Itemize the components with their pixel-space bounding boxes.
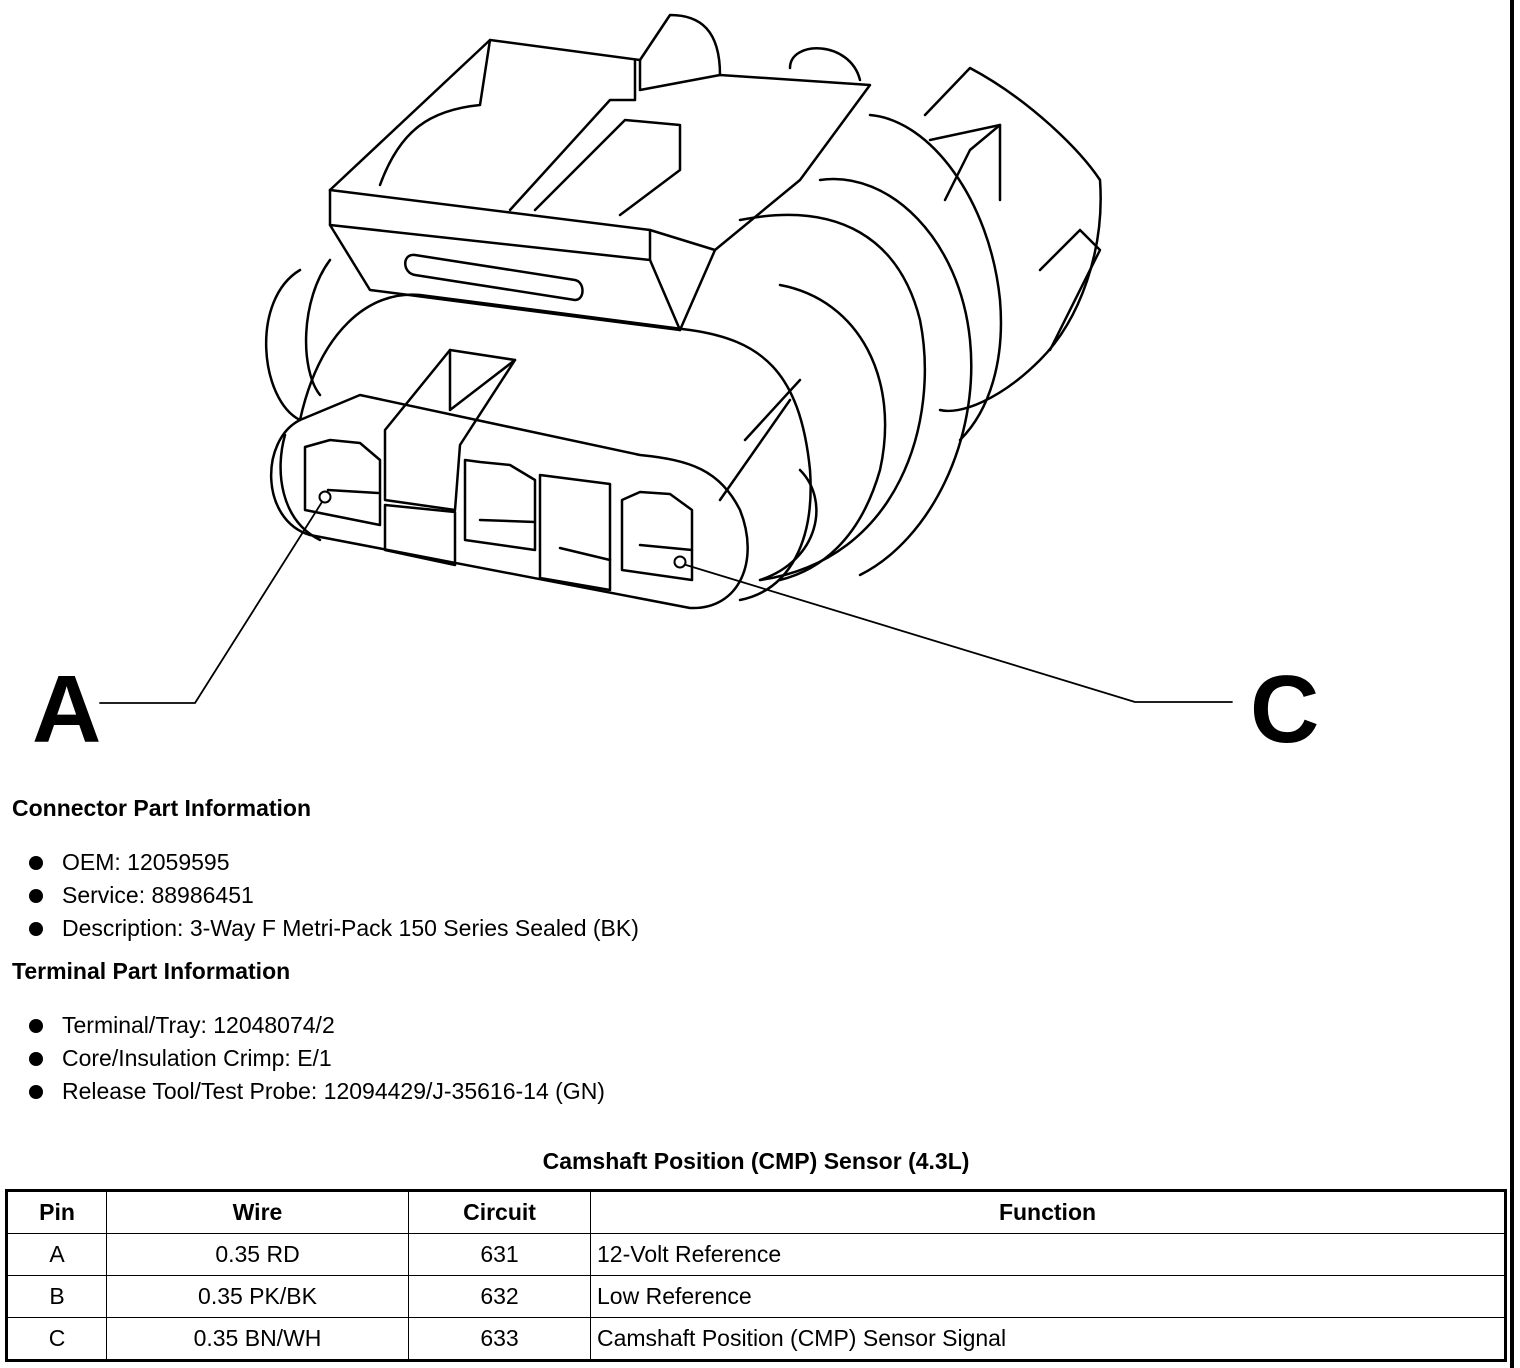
header-circuit: Circuit bbox=[408, 1190, 591, 1234]
cavity-c bbox=[620, 490, 694, 582]
cavity-middle-inner bbox=[478, 518, 537, 524]
bullet-icon bbox=[29, 1085, 43, 1099]
terminal-info-heading: Terminal Part Information bbox=[12, 958, 291, 984]
cell-pin: A bbox=[6, 1233, 107, 1276]
list-item-text: Service: 88986451 bbox=[62, 882, 254, 908]
cavity-a-inner bbox=[326, 488, 380, 495]
terminal-info-list: Terminal/Tray: 12048074/2 Core/Insulatio… bbox=[28, 1009, 605, 1108]
table-row: C 0.35 BN/WH 633 Camshaft Position (CMP)… bbox=[6, 1317, 1506, 1361]
connector-rear-seal bbox=[264, 268, 302, 422]
connector-body-top-right bbox=[738, 213, 927, 582]
leader-line-c bbox=[685, 564, 1233, 703]
cavity-middle bbox=[463, 458, 537, 552]
cable-boot-flange bbox=[1038, 228, 1102, 352]
list-item-text: Core/Insulation Crimp: E/1 bbox=[62, 1045, 332, 1071]
cell-pin: C bbox=[6, 1317, 107, 1361]
latch-ramp bbox=[508, 58, 637, 212]
connector-illustration bbox=[99, 13, 1233, 704]
header-pin: Pin bbox=[6, 1190, 107, 1234]
cell-circuit: 631 bbox=[408, 1233, 591, 1276]
cell-circuit: 632 bbox=[408, 1275, 591, 1318]
cable-boot-edge bbox=[943, 123, 1002, 202]
cell-circuit: 633 bbox=[408, 1317, 591, 1361]
cavity-c-inner bbox=[638, 543, 694, 552]
connector-info-heading: Connector Part Information bbox=[12, 795, 312, 821]
cell-function: Camshaft Position (CMP) Sensor Signal bbox=[590, 1317, 1506, 1361]
list-item: Release Tool/Test Probe: 12094429/J-3561… bbox=[28, 1075, 605, 1108]
cell-wire: 0.35 BN/WH bbox=[106, 1317, 409, 1361]
cell-wire: 0.35 PK/BK bbox=[106, 1275, 409, 1318]
list-item: Terminal/Tray: 12048074/2 bbox=[28, 1009, 605, 1042]
connector-seal-ring-2 bbox=[818, 177, 973, 577]
cable-boot bbox=[923, 66, 1102, 413]
connector-info-list: OEM: 12059595 Service: 88986451 Descript… bbox=[28, 846, 639, 945]
list-item: OEM: 12059595 bbox=[28, 846, 639, 879]
front-body-edge-2 bbox=[718, 398, 792, 502]
latch-tab-right-2 bbox=[788, 47, 862, 82]
pin-a-callout: A bbox=[32, 656, 102, 763]
connector-front-face bbox=[270, 393, 749, 610]
cell-function: Low Reference bbox=[590, 1275, 1506, 1318]
pinout-table: Pin Wire Circuit Function A 0.35 RD 631 … bbox=[5, 1189, 1507, 1362]
latch-frame-top-plate bbox=[328, 188, 717, 252]
bullet-icon bbox=[29, 1019, 43, 1033]
connector-front-body bbox=[298, 293, 812, 602]
cavity-b-slot-inner bbox=[448, 348, 517, 412]
bullet-icon bbox=[29, 1052, 43, 1066]
pinout-table-title: Camshaft Position (CMP) Sensor (4.3L) bbox=[542, 1148, 970, 1174]
connector-seal-ring-4 bbox=[758, 468, 818, 582]
connector-front-face-rim bbox=[279, 433, 322, 542]
latch-slot bbox=[404, 253, 584, 302]
header-wire: Wire bbox=[106, 1190, 409, 1234]
bullet-icon bbox=[29, 922, 43, 936]
connector-rear-seal-2 bbox=[304, 258, 332, 397]
latch-ramp-inner bbox=[533, 118, 682, 217]
front-body-edge bbox=[743, 378, 802, 442]
table-row: A 0.35 RD 631 12-Volt Reference bbox=[6, 1233, 1506, 1276]
cell-function: 12-Volt Reference bbox=[590, 1233, 1506, 1276]
cell-pin: B bbox=[6, 1275, 107, 1318]
latch-tab-left bbox=[378, 38, 492, 187]
latch-frame-lower bbox=[328, 188, 682, 332]
list-item-text: OEM: 12059595 bbox=[62, 849, 230, 875]
cell-wire: 0.35 RD bbox=[106, 1233, 409, 1276]
header-function: Function bbox=[590, 1190, 1506, 1234]
list-item-text: Release Tool/Test Probe: 12094429/J-3561… bbox=[62, 1078, 605, 1104]
pin-c-marker bbox=[673, 555, 687, 569]
table-row: B 0.35 PK/BK 632 Low Reference bbox=[6, 1275, 1506, 1318]
cavity-key-inner bbox=[558, 546, 612, 562]
list-item: Description: 3-Way F Metri-Pack 150 Seri… bbox=[28, 912, 639, 945]
table-header-row: Pin Wire Circuit Function bbox=[6, 1190, 1506, 1234]
bullet-icon bbox=[29, 889, 43, 903]
cavity-key bbox=[538, 473, 612, 592]
leader-line-a bbox=[99, 501, 323, 704]
list-item-text: Description: 3-Way F Metri-Pack 150 Seri… bbox=[62, 915, 639, 941]
pin-a-marker bbox=[318, 490, 332, 504]
latch-tab-right bbox=[638, 13, 722, 77]
latch-frame-inner bbox=[328, 223, 682, 332]
page-border-rule bbox=[1510, 0, 1514, 1368]
list-item: Core/Insulation Crimp: E/1 bbox=[28, 1042, 605, 1075]
connector-seal-ring-1 bbox=[778, 283, 887, 582]
list-item: Service: 88986451 bbox=[28, 879, 639, 912]
cavity-a bbox=[303, 438, 382, 527]
pin-c-callout: C bbox=[1250, 656, 1320, 763]
cavity-b-lower bbox=[383, 503, 457, 567]
list-item-text: Terminal/Tray: 12048074/2 bbox=[62, 1012, 335, 1038]
connector-seal-ring-3 bbox=[868, 113, 1003, 442]
bullet-icon bbox=[29, 856, 43, 870]
